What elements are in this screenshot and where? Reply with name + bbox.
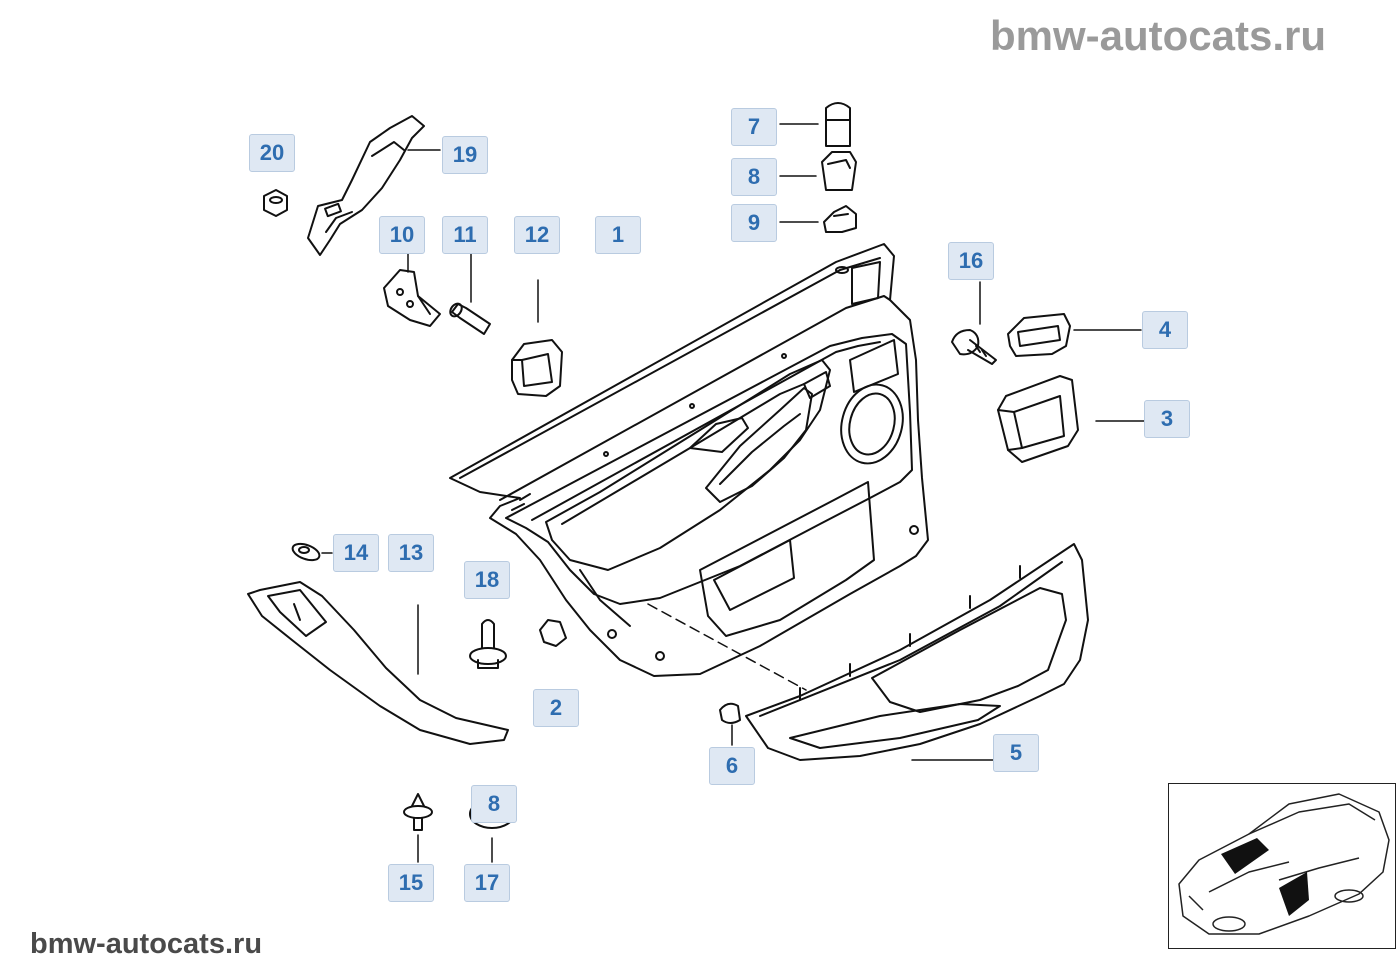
screw-part-16 bbox=[951, 329, 997, 365]
callout-1[interactable]: 1 bbox=[595, 216, 641, 254]
callout-10[interactable]: 10 bbox=[379, 216, 425, 254]
cap-part-7 bbox=[825, 102, 851, 147]
callout-8[interactable]: 8 bbox=[731, 158, 777, 196]
callout-3[interactable]: 3 bbox=[1144, 400, 1190, 438]
vehicle-thumbnail bbox=[1168, 783, 1396, 949]
hinge-part-10 bbox=[383, 269, 441, 327]
bolt-part-11 bbox=[449, 302, 491, 335]
armrest-trim-part-5 bbox=[745, 543, 1089, 761]
bracket-part-19 bbox=[307, 115, 425, 256]
callout-12[interactable]: 12 bbox=[514, 216, 560, 254]
clip-part-12 bbox=[511, 339, 563, 397]
callout-16[interactable]: 16 bbox=[948, 242, 994, 280]
grommet-part-6 bbox=[719, 702, 741, 724]
vehicle-thumbnail-drawing bbox=[1178, 793, 1390, 935]
callout-15[interactable]: 15 bbox=[388, 864, 434, 902]
door-panel-part-1 bbox=[449, 243, 929, 677]
leader-lines bbox=[321, 123, 1145, 863]
dashed-guide-line bbox=[647, 603, 807, 691]
callout-6[interactable]: 6 bbox=[709, 747, 755, 785]
clip-part-9 bbox=[823, 205, 857, 233]
callout-5[interactable]: 5 bbox=[993, 734, 1039, 772]
rivet-part-15 bbox=[403, 793, 433, 831]
callout-18[interactable]: 18 bbox=[464, 561, 510, 599]
callout-2[interactable]: 2 bbox=[533, 689, 579, 727]
watermark-top: bmw-autocats.ru bbox=[990, 12, 1327, 59]
trim-piece-part-13 bbox=[247, 581, 509, 745]
switch-frame-part-3 bbox=[997, 375, 1079, 463]
callout-9[interactable]: 9 bbox=[731, 204, 777, 242]
sleeve-part-8 bbox=[821, 151, 857, 191]
callout-20[interactable]: 20 bbox=[249, 134, 295, 172]
callout-14[interactable]: 14 bbox=[333, 534, 379, 572]
nut-part-20 bbox=[263, 189, 288, 217]
callout-4[interactable]: 4 bbox=[1142, 311, 1188, 349]
callout-11[interactable]: 11 bbox=[442, 216, 488, 254]
push-pin-part-18 bbox=[469, 619, 507, 669]
clip-near-panel bbox=[539, 619, 567, 647]
callout-8-lower[interactable]: 8 bbox=[471, 785, 517, 823]
callout-19[interactable]: 19 bbox=[442, 136, 488, 174]
watermark-bottom: bmw-autocats.ru bbox=[30, 928, 263, 960]
callout-7[interactable]: 7 bbox=[731, 108, 777, 146]
washer-part-14 bbox=[291, 542, 321, 562]
callout-17[interactable]: 17 bbox=[464, 864, 510, 902]
callout-13[interactable]: 13 bbox=[388, 534, 434, 572]
switch-part-4 bbox=[1007, 313, 1071, 357]
